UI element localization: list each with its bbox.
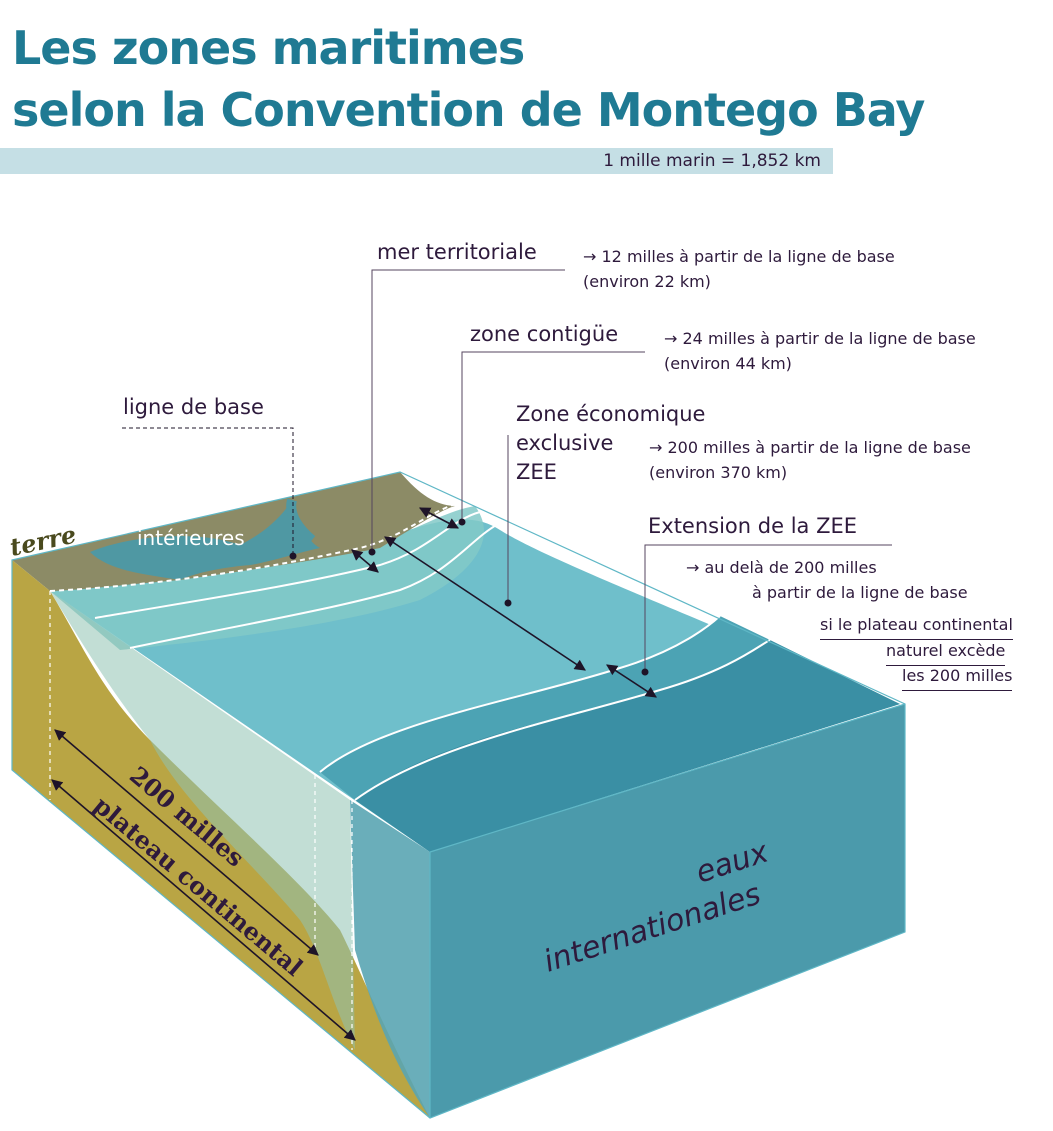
condition-1: si le plateau continental xyxy=(820,612,1013,640)
desc-zone-contigue-1: → 24 milles à partir de la ligne de base xyxy=(664,329,976,348)
zee-line-top xyxy=(354,639,771,801)
label-eaux-interieures-2: intérieures xyxy=(137,526,245,550)
scale-bar: 1 mille marin = 1,852 km xyxy=(0,148,833,174)
dot-zee xyxy=(504,599,512,607)
title-line-1: Les zones maritimes xyxy=(12,21,525,75)
desc-zee-2: (environ 370 km) xyxy=(649,463,788,482)
scale-note: 1 mille marin = 1,852 km xyxy=(603,151,821,171)
condition-3: les 200 milles xyxy=(902,663,1013,691)
arrow-zee xyxy=(384,536,586,671)
box-edges xyxy=(11,471,906,1119)
label-zee-3: ZEE xyxy=(516,460,557,484)
territorial-sea-line xyxy=(94,511,481,619)
desc-extension-2: à partir de la ligne de base xyxy=(752,583,968,602)
desc-extension-1: → au delà de 200 milles xyxy=(686,558,877,577)
arrow-mer-territoriale xyxy=(351,549,379,573)
dot-ligne-base xyxy=(289,552,297,560)
deep-water-surface xyxy=(355,640,900,852)
desc-mer-territoriale-1: → 12 milles à partir de la ligne de base xyxy=(583,247,895,266)
dot-zone-contigue xyxy=(458,518,466,526)
leader-ligne-base xyxy=(122,427,294,556)
estuary-channel xyxy=(286,498,316,544)
arrow-zone-contigue xyxy=(419,507,459,529)
title-line-2: selon la Convention de Montego Bay xyxy=(12,83,925,137)
internal-waters xyxy=(90,500,320,580)
label-extension-zee: Extension de la ZEE xyxy=(648,514,857,538)
leader-zone-contigue xyxy=(461,351,645,522)
ocean-side-face xyxy=(350,800,430,1118)
condition-2: naturel excède xyxy=(886,638,1006,666)
label-ligne-de-base: ligne de base xyxy=(123,395,264,419)
label-zee-2: exclusive xyxy=(516,431,614,455)
dot-extension xyxy=(641,668,649,676)
arrow-plateau xyxy=(51,779,356,1041)
arrow-extension xyxy=(606,664,657,698)
zee-line-mid xyxy=(319,615,721,773)
desc-mer-territoriale-2: (environ 22 km) xyxy=(583,272,711,291)
leader-extension xyxy=(644,544,892,672)
ocean-front-face xyxy=(430,704,905,1118)
mid-water-surface xyxy=(320,616,770,800)
dot-mer-territoriale xyxy=(368,548,376,556)
desc-zone-contigue-2: (environ 44 km) xyxy=(664,354,792,373)
desc-zee-1: → 200 milles à partir de la ligne de bas… xyxy=(649,438,971,457)
label-zee-1: Zone économique xyxy=(516,402,706,426)
label-zone-contigue: zone contigüe xyxy=(470,322,619,346)
shelf-water-volume xyxy=(50,591,355,1050)
label-eaux-interieures-1: eaux xyxy=(137,496,187,520)
leader-mer-territoriale xyxy=(371,269,565,552)
label-mer-territoriale: mer territoriale xyxy=(377,240,537,264)
coastal-shelf-band xyxy=(50,506,484,650)
